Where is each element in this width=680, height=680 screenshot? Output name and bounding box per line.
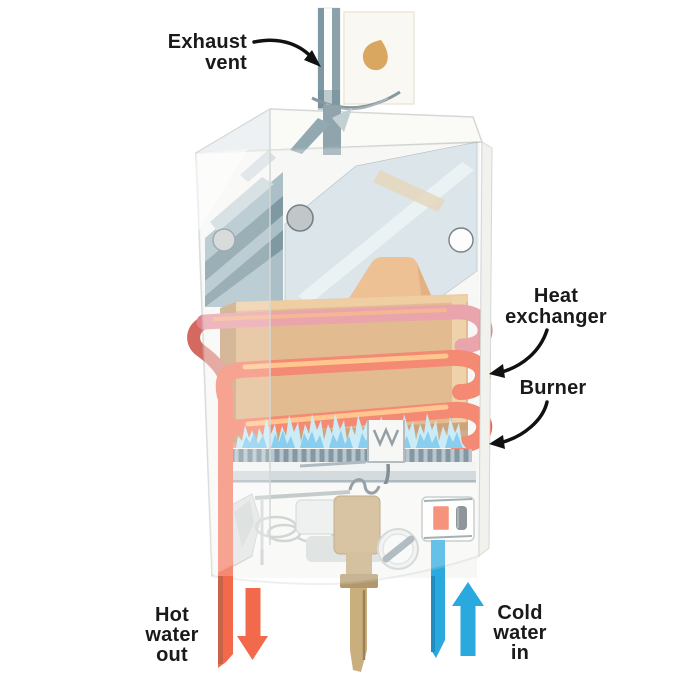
hood-side-hole bbox=[212, 228, 236, 252]
callout-cold-water-in: Cold water in bbox=[492, 602, 546, 664]
power-indicator-light bbox=[430, 503, 452, 533]
callouts: Exhaust vent Heat exchanger Burner Hot w… bbox=[144, 31, 607, 666]
hood-side-panel bbox=[205, 172, 283, 307]
coil-wrap-middle-highlight bbox=[242, 353, 449, 370]
gas-valve-neck bbox=[346, 552, 372, 578]
gas-pipe-flange bbox=[340, 574, 378, 588]
top-bracket-shape bbox=[290, 118, 330, 154]
heat-exchanger-pointer-head bbox=[489, 364, 505, 378]
hot-water-label-line3: out bbox=[156, 644, 188, 666]
burner-support-rod bbox=[299, 460, 367, 468]
power-switch-panel bbox=[421, 496, 475, 542]
burner-assembly bbox=[224, 449, 476, 483]
igniter-bracket bbox=[367, 420, 405, 463]
hot-pipe-interior bbox=[218, 388, 233, 578]
flames-inner bbox=[242, 430, 463, 448]
burner-pointer-line bbox=[501, 400, 549, 444]
vent-pipe-left-edge bbox=[318, 8, 324, 108]
top-bracket-shape-3 bbox=[332, 108, 352, 132]
cold-water-flow-arrow bbox=[452, 582, 484, 656]
hot-arrow-head bbox=[237, 636, 268, 660]
exhaust-vent-pointer-head bbox=[304, 50, 321, 67]
external-pipes bbox=[218, 576, 484, 672]
burner-rail-gray-band bbox=[224, 471, 476, 480]
callout-burner: Burner bbox=[489, 377, 586, 449]
heater-interior bbox=[187, 105, 493, 588]
panel-bottom-line bbox=[423, 535, 473, 539]
exhaust-vent-label-line2: vent bbox=[205, 52, 247, 74]
coil-wrap-middle bbox=[215, 349, 491, 404]
hot-water-flow-arrow bbox=[237, 588, 268, 660]
case-glass-front bbox=[194, 109, 493, 586]
flames-outer bbox=[236, 413, 466, 448]
burner-rail-shadow-line bbox=[224, 480, 476, 483]
cross-rod bbox=[254, 490, 351, 500]
heat-exchanger-label-line2: exchanger bbox=[505, 306, 607, 328]
exhaust-vent-label-line1: Exhaust bbox=[168, 31, 247, 53]
left-face-wash bbox=[196, 109, 270, 576]
block-top-band bbox=[236, 294, 468, 311]
panel-top-line bbox=[423, 498, 473, 502]
hot-water-pipe-shade bbox=[218, 576, 223, 664]
cold-pipe-interior bbox=[431, 540, 445, 578]
hood-front-panel bbox=[284, 141, 478, 305]
hood-side-slats bbox=[205, 196, 283, 307]
callout-exhaust-vent: Exhaust vent bbox=[168, 31, 321, 74]
copper-hump bbox=[346, 257, 434, 303]
heat-exchanger-pointer-line bbox=[500, 328, 549, 374]
cold-arrow-head bbox=[452, 582, 484, 606]
glass-sheen bbox=[196, 149, 248, 235]
hood-side-highlight bbox=[210, 177, 274, 232]
exhaust-vent-assembly bbox=[311, 7, 415, 111]
igniter-element bbox=[372, 426, 400, 448]
front-glass-panel bbox=[194, 140, 484, 586]
hot-water-label-line2: water bbox=[144, 624, 198, 646]
dial-slot bbox=[382, 535, 415, 563]
gas-valve bbox=[333, 495, 381, 588]
callout-hot-water-out: Hot water out bbox=[144, 604, 198, 666]
coil-left-side-bend bbox=[187, 316, 229, 379]
coil-wrap-top-highlight bbox=[213, 308, 447, 321]
case-right-edge-face bbox=[478, 141, 493, 558]
burner-slot-rail bbox=[228, 449, 472, 462]
exhaust-vent-pointer-line bbox=[252, 38, 315, 61]
hood-hole-left bbox=[286, 204, 314, 232]
heat-exchanger-label-line1: Heat bbox=[534, 285, 578, 307]
lower-compartment bbox=[214, 478, 477, 588]
cold-water-label-line3: in bbox=[511, 642, 529, 664]
gas-line-wire bbox=[348, 478, 381, 495]
callout-heat-exchanger: Heat exchanger bbox=[489, 285, 607, 378]
cold-arrow-shaft bbox=[460, 606, 476, 656]
cold-water-label-line2: water bbox=[492, 622, 546, 644]
burner-rail-light-band bbox=[224, 462, 476, 471]
hot-water-label-line1: Hot bbox=[155, 604, 189, 626]
coil-wrap-bottom bbox=[222, 401, 493, 453]
sheetmetal-fold bbox=[234, 500, 254, 548]
top-bracket-shape-2 bbox=[240, 150, 276, 182]
hot-arrow-shaft bbox=[245, 588, 261, 638]
copper-hump-shade bbox=[417, 263, 434, 302]
control-dial bbox=[377, 528, 419, 570]
hood-tan-stripe bbox=[373, 170, 445, 212]
cold-water-pipe-shade bbox=[431, 576, 435, 652]
vent-heat-drop-shape bbox=[362, 40, 388, 71]
igniter bbox=[367, 420, 405, 502]
burner-flames bbox=[236, 413, 466, 448]
vent-collar-arc bbox=[311, 90, 401, 110]
burner-pointer-head bbox=[489, 435, 505, 449]
coil-wrap-bottom-highlight bbox=[245, 404, 449, 427]
vent-pipe-right-edge bbox=[332, 8, 340, 108]
burner-label: Burner bbox=[520, 377, 587, 399]
cold-water-label-line1: Cold bbox=[497, 602, 542, 624]
hood-hole-right bbox=[448, 227, 474, 253]
